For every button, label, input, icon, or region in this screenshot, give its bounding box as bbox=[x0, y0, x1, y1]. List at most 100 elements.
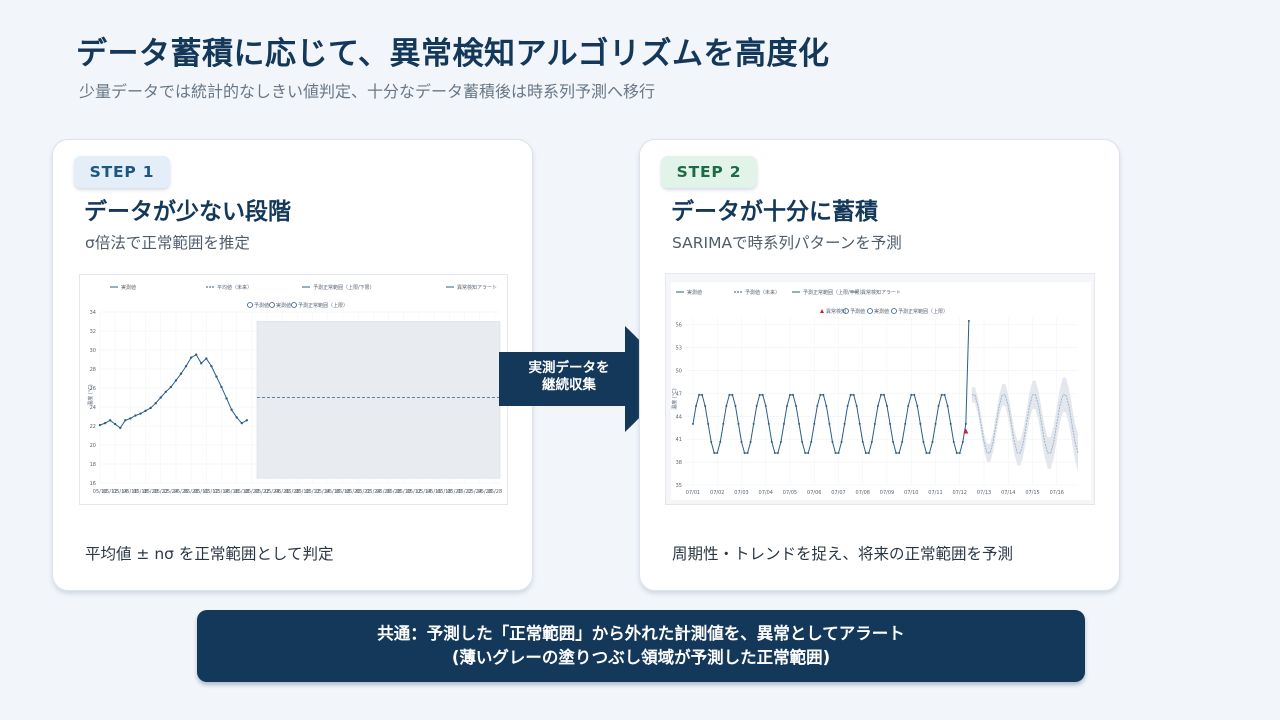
chart1-data-point bbox=[240, 421, 243, 425]
chart1-ytick-label: 30 bbox=[90, 348, 96, 354]
chart1-data-point bbox=[134, 414, 137, 417]
chart1-legend-label: 異常検知アラート bbox=[457, 284, 497, 291]
chart1-ytick-label: 32 bbox=[90, 329, 96, 335]
chart2-data-point bbox=[873, 422, 876, 425]
chart2-data-point bbox=[837, 451, 840, 454]
chart2-sublegend-marker bbox=[891, 308, 897, 314]
chart2-data-point bbox=[913, 393, 916, 396]
chart2-data-point bbox=[698, 393, 701, 396]
chart2-data-point bbox=[907, 404, 910, 407]
chart2-alert-marker bbox=[963, 428, 969, 434]
chart2-xtick-label: 07/11 bbox=[928, 490, 942, 496]
chart1-xtick-label: 05/12 bbox=[103, 489, 117, 495]
chart2-data-point bbox=[849, 393, 852, 396]
chart2-data-point bbox=[934, 422, 937, 425]
chart2-ytick-label: 41 bbox=[676, 437, 682, 443]
chart2-data-point bbox=[767, 422, 770, 425]
chart1-xtick-label: 05/26 bbox=[174, 489, 188, 495]
chart2-data-point bbox=[834, 451, 837, 454]
chart2-data-point bbox=[949, 422, 952, 425]
chart2-xtick-label: 07/01 bbox=[686, 490, 700, 496]
chart1-sublegend-marker bbox=[269, 302, 275, 308]
chart1-xtick-label: 05/20 bbox=[143, 489, 157, 495]
chart2-data-point bbox=[846, 404, 849, 407]
chart1-xtick-label: 05/10 bbox=[397, 489, 411, 495]
chart1-sublegend-label: 予測正常範囲（上限） bbox=[298, 302, 348, 309]
chart2-data-point bbox=[813, 422, 816, 425]
chart1-xtick-label: 05/26 bbox=[275, 489, 289, 495]
chart1-xtick-label: 05/18 bbox=[235, 489, 249, 495]
chart2-xtick-label: 07/03 bbox=[734, 490, 748, 496]
chart1-data-point bbox=[119, 426, 122, 430]
chart1-xtick-label: 05/16 bbox=[326, 489, 340, 495]
chart2-data-point bbox=[861, 440, 864, 443]
chart1-xtick-label: 05/14 bbox=[214, 489, 228, 495]
chart2-data-point bbox=[716, 451, 719, 454]
common-alert-banner: 共通：予測した「正常範囲」から外れた計測値を、異常としてアラート (薄いグレーの… bbox=[197, 610, 1085, 682]
chart2-data-point bbox=[731, 393, 734, 396]
chart2-xtick-label: 07/09 bbox=[880, 490, 894, 496]
chart2-data-point bbox=[910, 393, 913, 396]
chart2-data-point bbox=[828, 422, 831, 425]
chart2-ytick-label: 38 bbox=[676, 460, 682, 466]
chart2-data-point bbox=[864, 451, 867, 454]
chart2-data-point bbox=[740, 440, 743, 443]
chart2-sublegend-label: 予測正常範囲（上限） bbox=[898, 308, 948, 315]
chart2-data-point bbox=[737, 422, 740, 425]
chart1-xtick-label: 05/14 bbox=[417, 489, 431, 495]
chart2-xtick-label: 07/15 bbox=[1025, 490, 1039, 496]
chart1-series-line bbox=[99, 354, 248, 429]
step2-footnote: 周期性・トレンドを捉え、将来の正常範囲を予測 bbox=[672, 545, 1014, 563]
chart2-data-point bbox=[782, 422, 785, 425]
chart1-ytick-label: 20 bbox=[90, 443, 96, 449]
chart2-data-point bbox=[843, 422, 846, 425]
chart1-xtick-label: 05/18 bbox=[336, 489, 350, 495]
chart1-xtick-label: 05/26 bbox=[478, 489, 492, 495]
chart2-data-point bbox=[785, 404, 788, 407]
chart1-xtick-label: 05/28 bbox=[285, 489, 299, 495]
chart1-xtick-label: 05/14 bbox=[113, 489, 127, 495]
chart2-data-point bbox=[867, 451, 870, 454]
chart2-legend-label: 実測値 bbox=[687, 289, 702, 296]
page-subtitle: 少量データでは統計的なしきい値判定、十分なデータ蓄積後は時系列予測へ移行 bbox=[79, 82, 656, 101]
chart2-xtick-label: 07/16 bbox=[1050, 490, 1064, 496]
chart1-xtick-label: 05/16 bbox=[123, 489, 137, 495]
chart2-xtick-label: 07/08 bbox=[856, 490, 870, 496]
step1-footnote: 平均値 ± nσ を正常範囲として判定 bbox=[85, 545, 334, 563]
chart1-xtick-label: 05/20 bbox=[346, 489, 360, 495]
chart1-xtick-label: 05/16 bbox=[427, 489, 441, 495]
chart1-sublegend-label: 予測値 bbox=[254, 302, 269, 309]
step1-description: σ倍法で正常範囲を推定 bbox=[85, 234, 250, 252]
chart2-data-point bbox=[876, 404, 879, 407]
chart1-xtick-label: 05/22 bbox=[457, 489, 471, 495]
chart2-sublegend-marker bbox=[820, 309, 824, 313]
chart2-xtick-label: 07/13 bbox=[977, 490, 991, 496]
chart2-data-point bbox=[937, 404, 940, 407]
chart2-data-point bbox=[831, 440, 834, 443]
chart2-data-point bbox=[804, 451, 807, 454]
chart2-data-point bbox=[707, 422, 710, 425]
chart2-data-point bbox=[734, 404, 737, 407]
chart2-data-point bbox=[807, 451, 810, 454]
step1-title: データが少ない段階 bbox=[84, 199, 291, 225]
arrow-label: 実測データを 継続収集 bbox=[504, 360, 634, 394]
step1-card: STEP 1 データが少ない段階 σ倍法で正常範囲を推定 実測値平均値（未来）予… bbox=[52, 139, 533, 591]
chart1-ytick-label: 16 bbox=[90, 481, 96, 487]
chart2-plot-background bbox=[671, 282, 1091, 500]
banner-line1: 共通：予測した「正常範囲」から外れた計測値を、異常としてアラート bbox=[377, 624, 905, 643]
chart2-xtick-label: 07/06 bbox=[807, 490, 821, 496]
step2-description: SARIMAで時系列パターンを予測 bbox=[672, 234, 902, 252]
chart2-data-point bbox=[789, 393, 792, 396]
chart2-data-point bbox=[822, 393, 825, 396]
chart1-sublegend-label: 実測値 bbox=[276, 302, 291, 309]
chart2-sublegend-label: 異常検知 bbox=[826, 308, 846, 315]
chart2-data-point bbox=[961, 440, 964, 443]
arrow-icon bbox=[499, 326, 679, 432]
chart2-data-point bbox=[892, 440, 895, 443]
chart1-data-point bbox=[149, 406, 152, 410]
chart2-data-point bbox=[952, 440, 955, 443]
chart2-legend-label: 予測正常範囲（上限/下限） bbox=[803, 289, 865, 296]
chart1-data-point bbox=[159, 396, 162, 399]
chart2-data-point bbox=[773, 451, 776, 454]
chart2-data-point bbox=[840, 440, 843, 443]
